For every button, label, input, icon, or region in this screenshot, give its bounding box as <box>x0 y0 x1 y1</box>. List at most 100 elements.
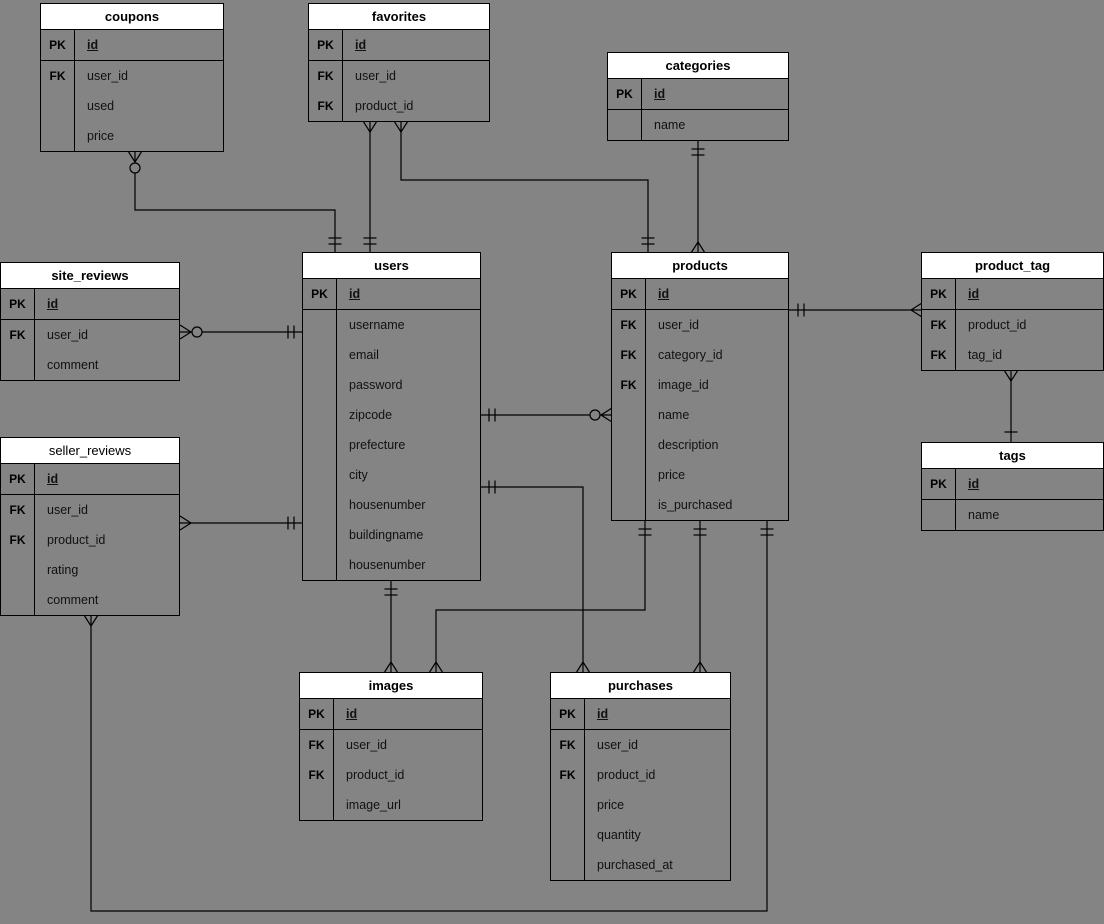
field-label: comment <box>47 593 99 607</box>
field-name: image_id <box>646 370 788 400</box>
relationship-favorites-products[interactable] <box>393 120 655 253</box>
key-type-cell: FK <box>1 525 35 555</box>
key-type-cell: FK <box>300 730 334 760</box>
field-row: buildingname <box>303 520 480 550</box>
field-label: name <box>658 408 690 422</box>
relationship-line[interactable] <box>400 121 649 253</box>
field-label: category_id <box>658 348 723 362</box>
field-name: image_url <box>334 790 482 820</box>
key-type-cell <box>303 520 337 550</box>
relationship-site_reviews-users[interactable] <box>179 324 303 340</box>
relationship-favorites-users[interactable] <box>362 120 378 253</box>
field-row: comment <box>1 350 179 380</box>
field-row: purchased_at <box>551 850 730 880</box>
relationship-product_tag-tags[interactable] <box>1003 369 1019 443</box>
relationship-images-products[interactable] <box>428 520 652 674</box>
field-name: description <box>646 430 788 460</box>
relationship-products-categories[interactable] <box>690 140 706 254</box>
relationship-seller_reviews-users[interactable] <box>179 515 303 531</box>
field-label: quantity <box>597 828 641 842</box>
key-type-cell <box>1 555 35 585</box>
field-label: price <box>87 129 115 143</box>
field-row: name <box>608 110 788 140</box>
relationship-line[interactable] <box>480 486 584 673</box>
field-name: password <box>337 370 480 400</box>
field-row: price <box>551 790 730 820</box>
key-type-cell: FK <box>551 760 585 790</box>
field-label: product_id <box>355 99 414 113</box>
key-type-cell: FK <box>612 310 646 340</box>
key-type-cell <box>303 400 337 430</box>
field-row: image_url <box>300 790 482 820</box>
relationship-line[interactable] <box>435 520 646 673</box>
field-name: username <box>337 310 480 340</box>
key-type-cell: FK <box>41 61 75 91</box>
key-type-cell: FK <box>922 340 956 370</box>
relationship-line[interactable] <box>90 520 768 912</box>
key-type-cell <box>612 400 646 430</box>
table-title-products: products <box>612 253 788 279</box>
field-label: image_url <box>346 798 401 812</box>
primary-key-field: id <box>343 30 489 60</box>
relationship-purchases-products[interactable] <box>692 520 708 674</box>
primary-key-field: id <box>646 279 788 309</box>
relationship-line[interactable] <box>134 151 336 253</box>
field-label: email <box>349 348 379 362</box>
relationship-seller_reviews-products[interactable] <box>83 520 774 912</box>
primary-key-field: id <box>35 289 179 319</box>
key-type-cell: PK <box>608 79 642 109</box>
field-name: price <box>75 121 223 151</box>
key-type-cell: PK <box>922 469 956 499</box>
field-row: email <box>303 340 480 370</box>
relationship-coupons-users[interactable] <box>127 150 342 253</box>
relationship-products-users[interactable] <box>480 407 613 423</box>
field-row: housenumber <box>303 550 480 580</box>
field-name: user_id <box>646 310 788 340</box>
field-row: quantity <box>551 820 730 850</box>
field-name: is_purchased <box>646 490 788 520</box>
relationship-images-users[interactable] <box>383 580 399 674</box>
field-label: rating <box>47 563 79 577</box>
field-name: user_id <box>35 320 179 350</box>
key-type-cell <box>303 310 337 340</box>
field-row: name <box>922 500 1103 530</box>
key-type-cell <box>303 340 337 370</box>
field-name: price <box>646 460 788 490</box>
relationship-product_tag-products[interactable] <box>789 302 923 318</box>
field-row: is_purchased <box>612 490 788 520</box>
field-label: id <box>355 38 367 52</box>
field-label: user_id <box>658 318 699 332</box>
field-label: name <box>654 118 686 132</box>
key-type-cell <box>612 490 646 520</box>
field-name: product_id <box>956 310 1103 340</box>
primary-key-field: id <box>956 279 1103 309</box>
field-label: buildingname <box>349 528 424 542</box>
table-title-site_reviews: site_reviews <box>1 263 179 289</box>
relationship-purchases-users[interactable] <box>480 480 591 674</box>
field-name: name <box>956 500 1103 530</box>
primary-key-field: id <box>585 699 730 729</box>
